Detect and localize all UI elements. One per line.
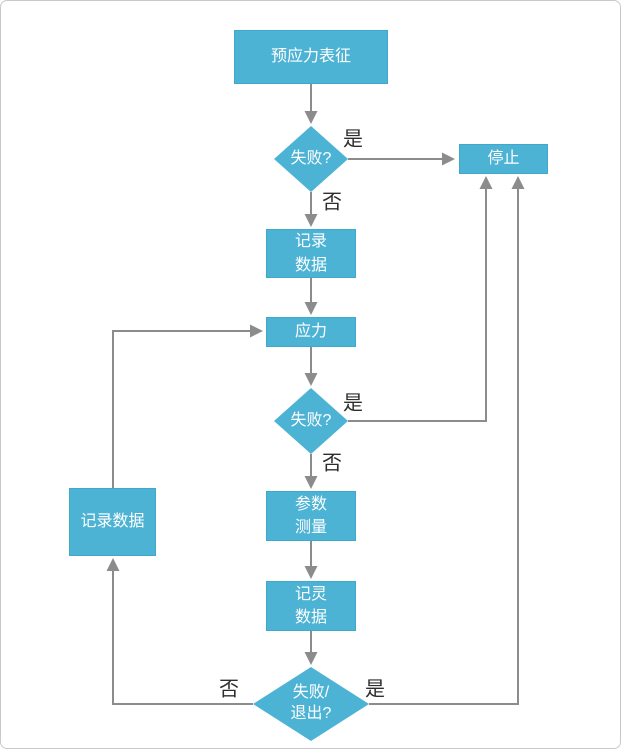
edge-recordleft-to-stress bbox=[112, 324, 263, 488]
node-record-data-2: 记灵 数据 bbox=[266, 581, 356, 631]
node-stop: 停止 bbox=[459, 144, 548, 174]
edge-label-yes-3: 是 bbox=[365, 678, 385, 701]
node-parameter-measurement: 参数 测量 bbox=[266, 491, 356, 541]
edge-label-no-3: 否 bbox=[219, 678, 239, 701]
edge-label-no-2: 否 bbox=[322, 452, 342, 475]
edge-fail2-yes-to-stop bbox=[348, 176, 493, 422]
edge-label-yes-1: 是 bbox=[343, 128, 363, 151]
node-stress: 应力 bbox=[266, 317, 356, 347]
edge-failexit-yes-to-stop bbox=[369, 176, 525, 705]
node-record-data-1: 记录 数据 bbox=[266, 229, 356, 278]
node-start: 预应力表征 bbox=[234, 30, 388, 84]
edge-label-no-1: 否 bbox=[322, 191, 342, 214]
edge-label-yes-2: 是 bbox=[343, 392, 363, 415]
node-record-data-left: 记录数据 bbox=[69, 488, 156, 556]
edge-failexit-no-to-recordleft bbox=[106, 558, 253, 705]
